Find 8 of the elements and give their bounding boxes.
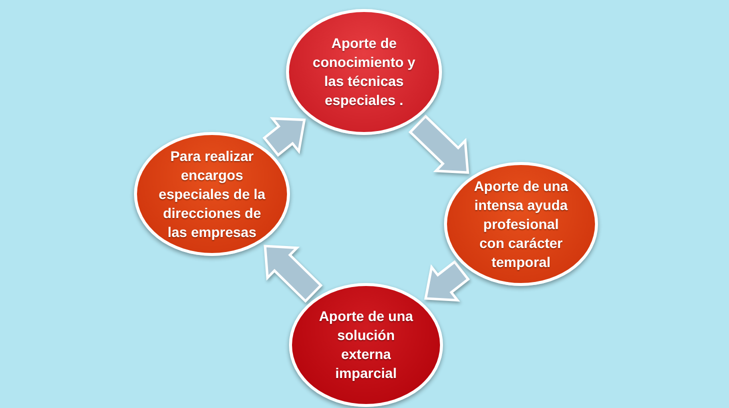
- block-arrow: [408, 114, 470, 174]
- block-arrow: [424, 260, 470, 302]
- node-text: Aporte de una solución externa imparcial: [318, 307, 414, 383]
- node-text: Aporte de una intensa ayuda profesional con carácter temporal: [472, 176, 570, 272]
- node-text: Para realizar encargos especiales de la direcciones de las empresas: [158, 146, 266, 242]
- block-arrow: [264, 244, 323, 303]
- node-text: Aporte de conocimiento y las técnicas especiales .: [312, 34, 416, 110]
- block-arrow: [262, 117, 306, 157]
